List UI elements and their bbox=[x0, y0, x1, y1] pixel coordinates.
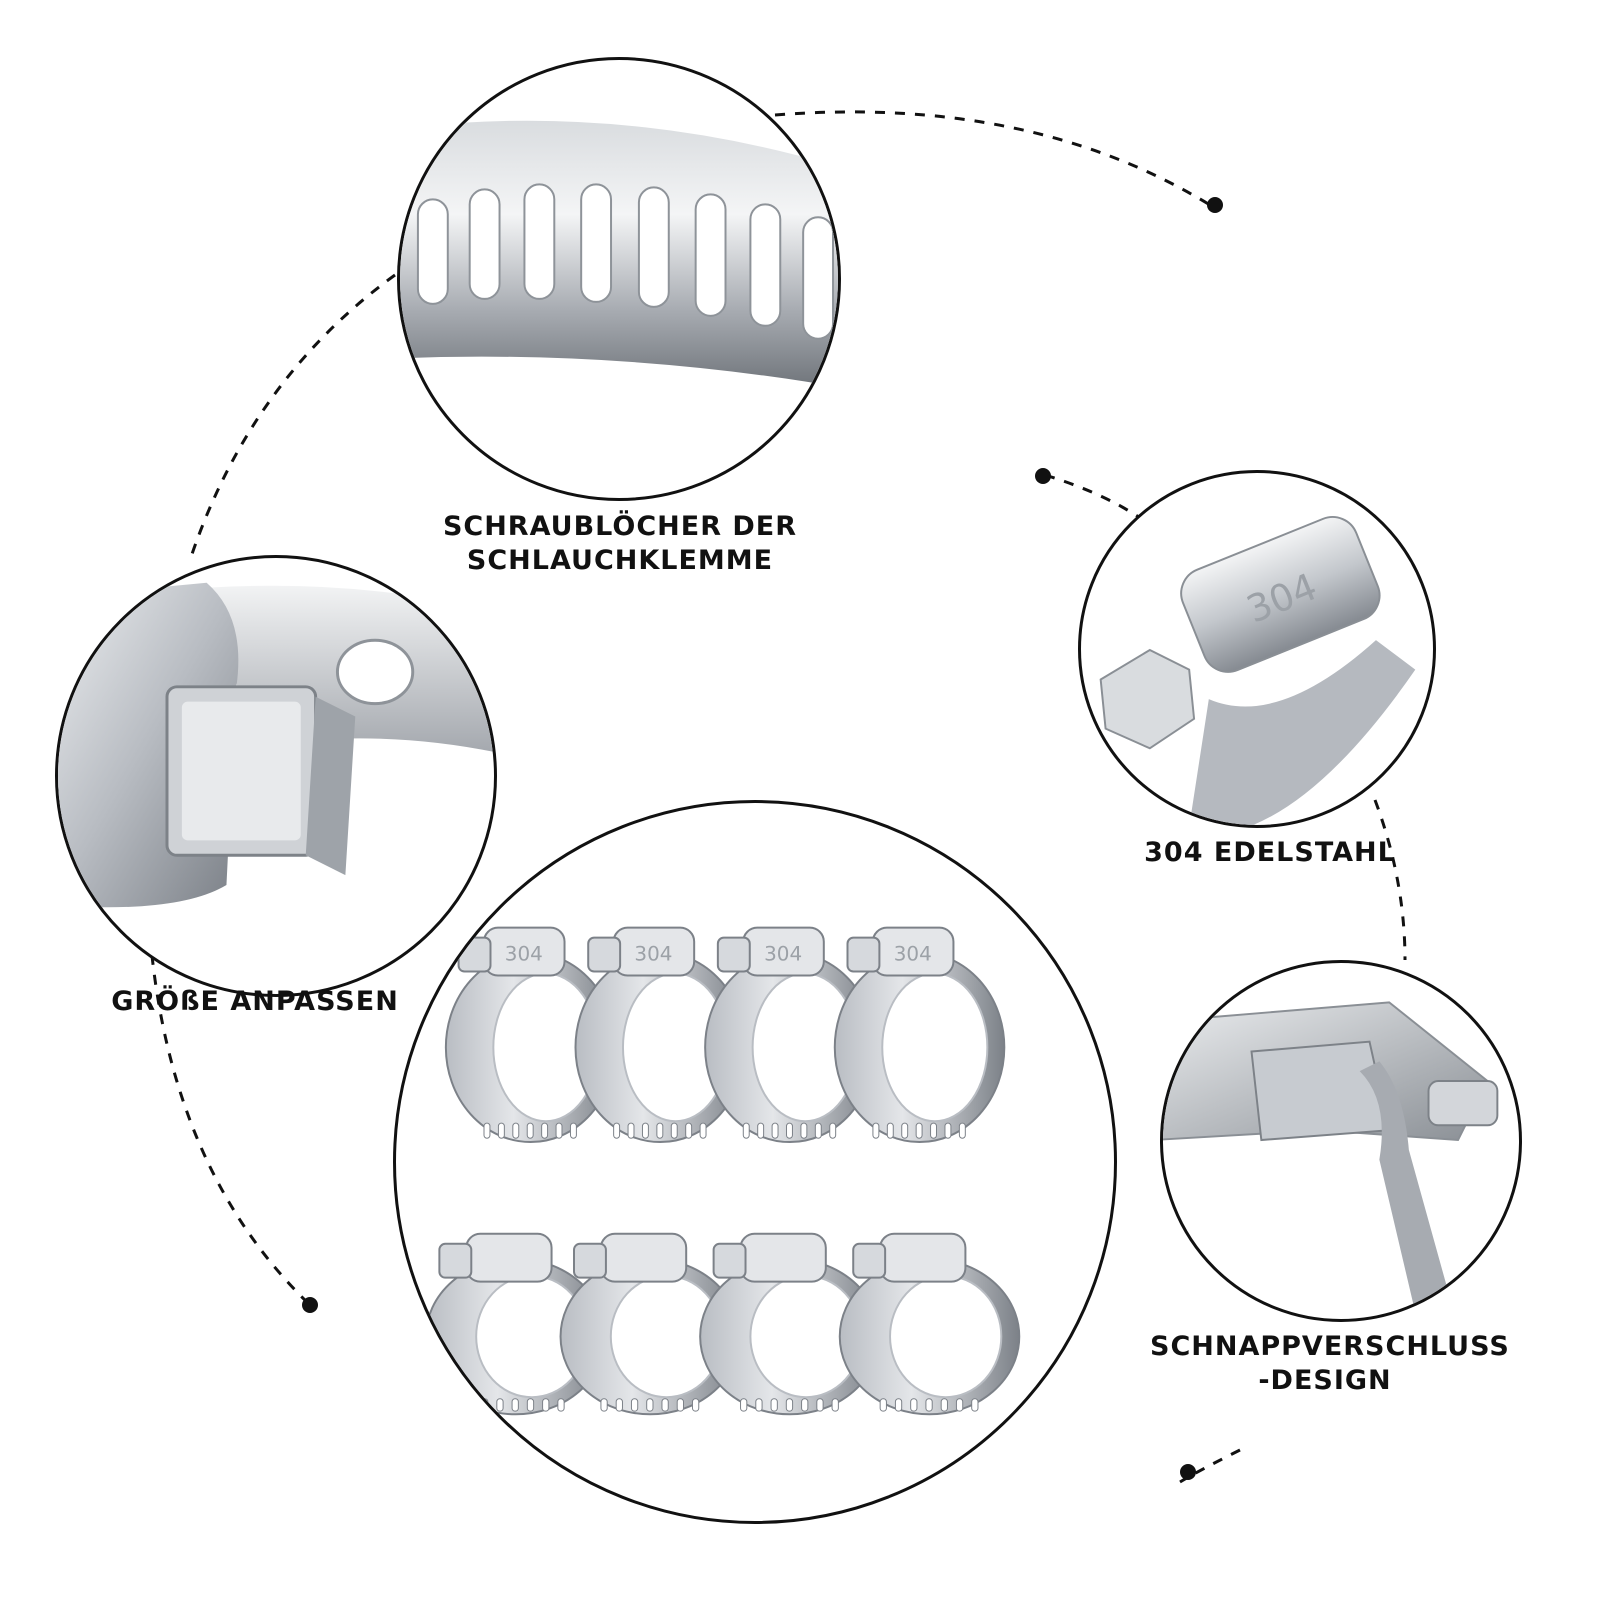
screw-holes-label-line1: SCHRAUBLÖCHER DER bbox=[442, 511, 798, 542]
screw-holes-label-line2: SCHLAUCHKLEMME bbox=[466, 545, 774, 576]
snap-lock-label-line1: SCHNAPPVERSCHLUSS bbox=[1150, 1331, 1510, 1362]
clamp-stamp: 304 bbox=[634, 942, 672, 966]
hose-clamp-set-image: 304 304 304 304 bbox=[424, 926, 1021, 1416]
snap-lock-label: SCHNAPPVERSCHLUSS -DESIGN bbox=[1150, 1330, 1510, 1398]
connector-dot-icon bbox=[1180, 1464, 1196, 1480]
connector-dot-icon bbox=[1035, 468, 1051, 484]
connector-dot-icon bbox=[1207, 197, 1223, 213]
hose-clamp-7 bbox=[699, 1232, 881, 1416]
screw-housing-image bbox=[58, 582, 494, 908]
stainless-label-text: 304 EDELSTAHL bbox=[1144, 837, 1396, 868]
dashed-arc-icon bbox=[188, 273, 396, 561]
clamp-stamp: 304 bbox=[764, 942, 802, 966]
hose-clamp-5 bbox=[424, 1232, 607, 1416]
hose-clamp-3: 304 bbox=[704, 926, 876, 1144]
hose-clamp-6 bbox=[559, 1232, 742, 1416]
dashed-arc-icon bbox=[1373, 799, 1407, 961]
stainless-label: 304 EDELSTAHL bbox=[1140, 836, 1400, 870]
perforated-band-image bbox=[400, 120, 838, 387]
dashed-arc-icon bbox=[1179, 1448, 1241, 1484]
hose-clamp-4: 304 bbox=[833, 926, 1006, 1144]
clamp-stamp: 304 bbox=[894, 942, 932, 966]
screw-holes-label: SCHRAUBLÖCHER DER SCHLAUCHKLEMME bbox=[430, 510, 810, 578]
snap-lock-label-line2: -DESIGN bbox=[1258, 1365, 1392, 1396]
clamp-stamp: 304 bbox=[505, 942, 543, 966]
screw-holes-bubble bbox=[397, 57, 841, 501]
connector-dot-icon bbox=[302, 1297, 318, 1313]
hose-clamp-8 bbox=[838, 1232, 1021, 1416]
adjust-size-label-text: GRÖßE ANPASSEN bbox=[111, 986, 399, 1017]
hose-clamp-1: 304 bbox=[444, 926, 617, 1144]
adjust-size-bubble bbox=[55, 555, 497, 997]
adjust-size-label: GRÖßE ANPASSEN bbox=[90, 985, 420, 1019]
snap-lock-bubble bbox=[1160, 960, 1522, 1322]
snap-lock-image bbox=[1163, 1001, 1499, 1319]
product-set-bubble: 304 304 304 304 bbox=[393, 800, 1117, 1524]
stamped-housing-image: 304 bbox=[1099, 516, 1416, 825]
hose-clamp-2: 304 bbox=[574, 926, 747, 1144]
stainless-bubble: 304 bbox=[1078, 470, 1436, 828]
dashed-arc-icon bbox=[774, 110, 1211, 207]
